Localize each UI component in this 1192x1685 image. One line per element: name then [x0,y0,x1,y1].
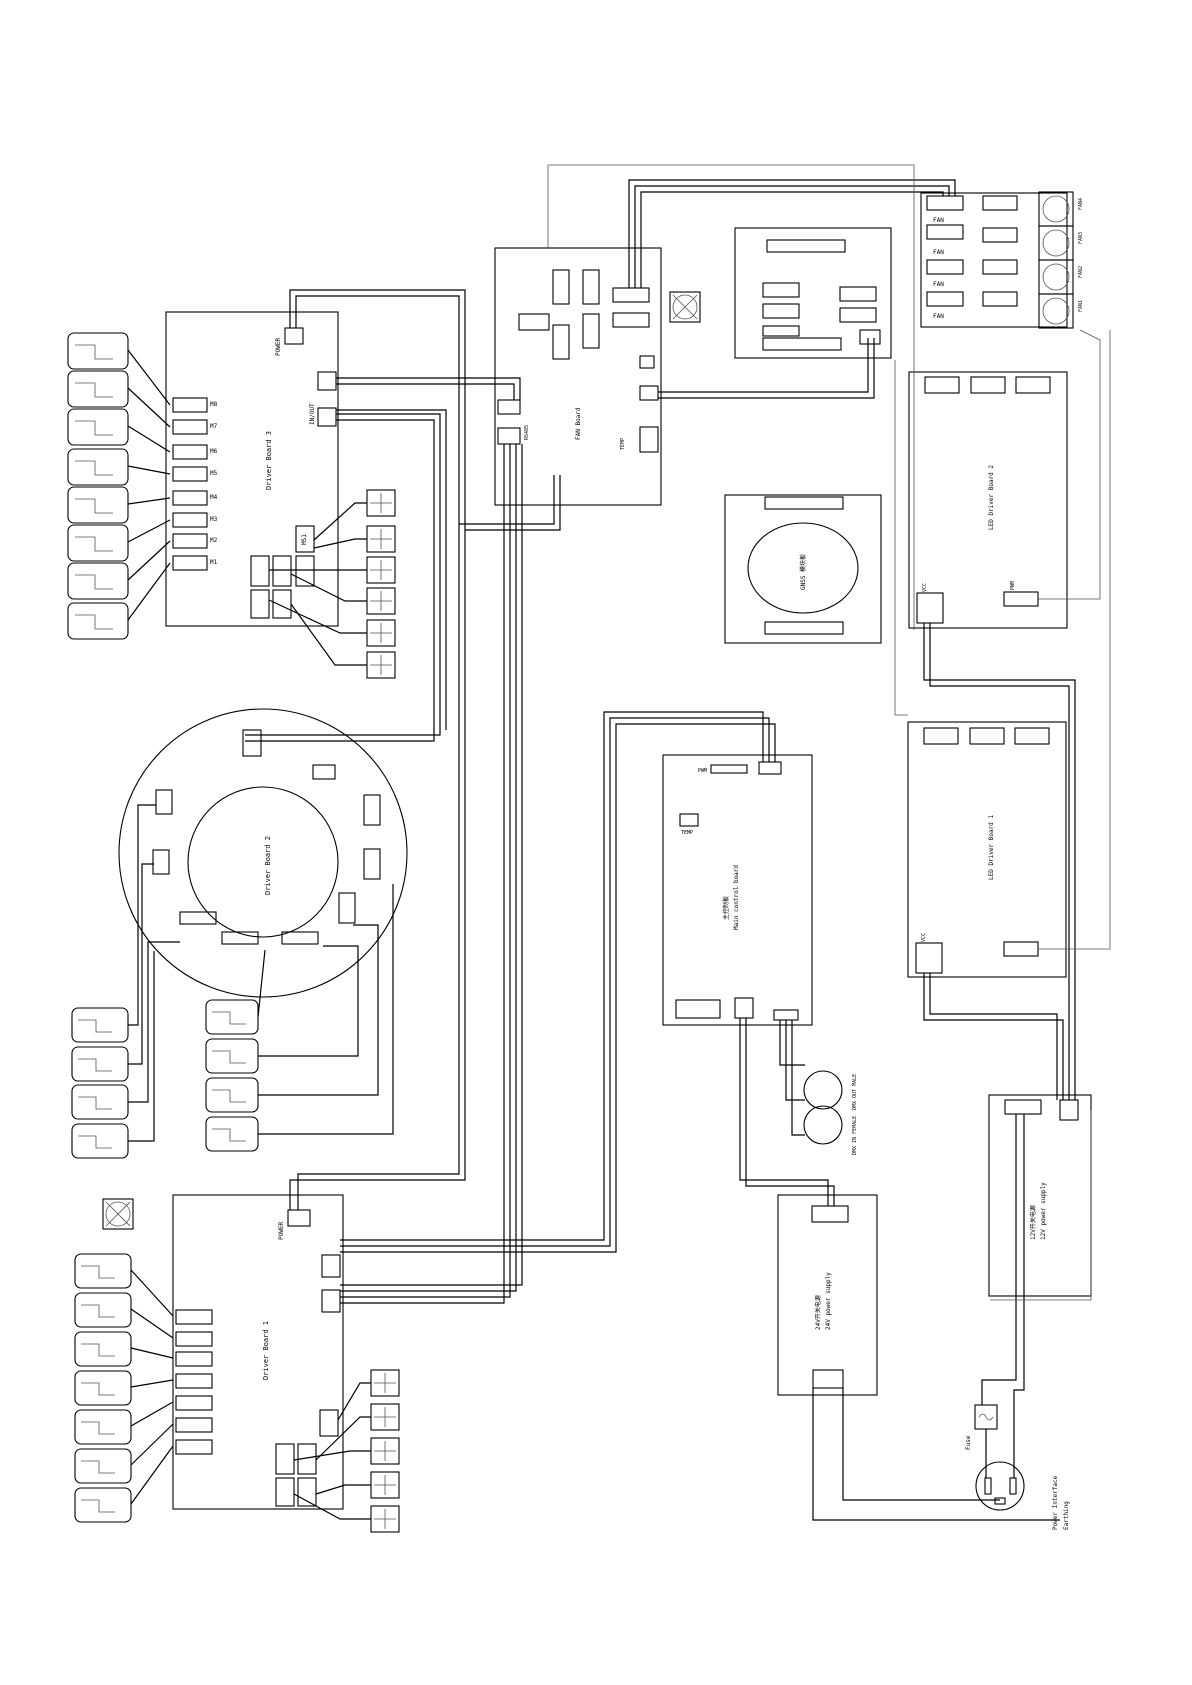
stepper-motors-bottom [74,1253,174,1523]
driver-board-3: Driver Board 3 POWER IN/OUT M8 M7 M6 M5 … [165,311,339,627]
dmx-connectors: DMX OUT MALE DMX IN FEMALE [803,1070,858,1155]
driver-board-3-label: Driver Board 3 [265,431,273,490]
fan-label-2: FAN [933,249,944,256]
power-interface-label: Power Interface [1052,1475,1059,1530]
power-socket: Power Interface Earthing [975,1461,1070,1530]
main-temp-label: TEMP [681,830,693,836]
power-label-1: POWER [278,1222,285,1240]
psu-24v-cn-label: 24V开关电源 [814,1295,822,1330]
led-board-1-label: LED Driver Board 1 [988,815,995,880]
driver-board-2: Driver Board 2 [118,708,408,998]
fuse-label: Fuse [965,1435,972,1450]
driver-board-1-label: Driver Board 1 [262,1321,270,1380]
main-control-label: Main control board [733,865,740,930]
m2-label: M2 [210,537,218,544]
gnss-module: GNSS 模块板 [724,494,882,644]
vcc-label-2: VCC [922,583,928,592]
vcc-label-1: VCC [921,933,927,942]
stepper-motors-mid [71,804,394,1159]
m6-label: M6 [210,448,218,455]
fan3-label: FAN3 [1078,232,1084,244]
m7-label: M7 [210,423,218,430]
power-label: POWER [275,338,282,356]
pwm-label: PWM [698,768,707,774]
dmx-male-label: DMX OUT MALE [852,1074,858,1110]
ms1-label: MS1 [301,534,308,545]
in-out-label: IN/OUT [309,403,316,425]
fan1-label: FAN1 [1078,300,1084,312]
hall-sensors-top [268,489,396,679]
fan-label-3: FAN [933,281,944,288]
control-interface-board [734,227,892,359]
dmx-female-label: DMX IN FEMALE [852,1116,858,1155]
fan-board-label: FAN Board [575,407,582,440]
psu-24v: 24V开关电源 24V power supply [777,1194,878,1396]
m8-label: M8 [210,401,218,408]
gnss-label: GNSS 模块板 [799,554,807,590]
motor-headers: M8 M7 M6 M5 M4 M3 M2 M1 [172,397,218,571]
interconnect-wires [245,164,1111,1521]
fuse: Fuse [965,1404,998,1450]
led-driver-board-2: LED Driver Board 2 VCC PWM [908,371,1068,629]
psu-12v-cn-label: 12V开关电源 [1029,1205,1037,1240]
fan-cluster: FAN FAN FAN FAN FAN4 FAN3 FAN2 FAN1 [920,191,1084,329]
led-board-2-label: LED Driver Board 2 [988,465,995,530]
psu-24v-label: 24V power supply [825,1272,832,1330]
led-driver-board-1: LED Driver Board 1 VCC [907,721,1067,978]
m1-label: M1 [210,559,218,566]
fan-5 [102,1198,134,1230]
main-control-board: 主控制板 Main control board PWM TEMP [662,754,813,1026]
fan-label-1: FAN [933,217,944,224]
stepper-motors-top [67,332,171,640]
driver-board-2-label: Driver Board 2 [264,836,272,895]
m5-label: M5 [210,470,218,477]
main-control-cn-label: 主控制板 [722,896,730,920]
driver-board-1: Driver Board 1 POWER [172,1194,344,1510]
fan-4 [669,291,701,323]
m4-label: M4 [210,494,218,501]
fan-board: FAN Board RS485 TEMP [494,247,662,506]
psu-12v-label: 12V power supply [1040,1182,1047,1240]
pwm-label-2: PWM [1010,581,1016,590]
rs485-label: RS485 [524,425,530,440]
psu-12v: 12V开关电源 12V power supply [988,1094,1092,1297]
fan4-label: FAN4 [1078,198,1084,210]
m3-label: M3 [210,516,218,523]
temp-label: TEMP [620,438,626,450]
fan-label-4: FAN [933,313,944,320]
earthing-label: Earthing [1063,1501,1070,1530]
hall-sensors-bottom [293,1369,400,1533]
fan2-label: FAN2 [1078,266,1084,278]
